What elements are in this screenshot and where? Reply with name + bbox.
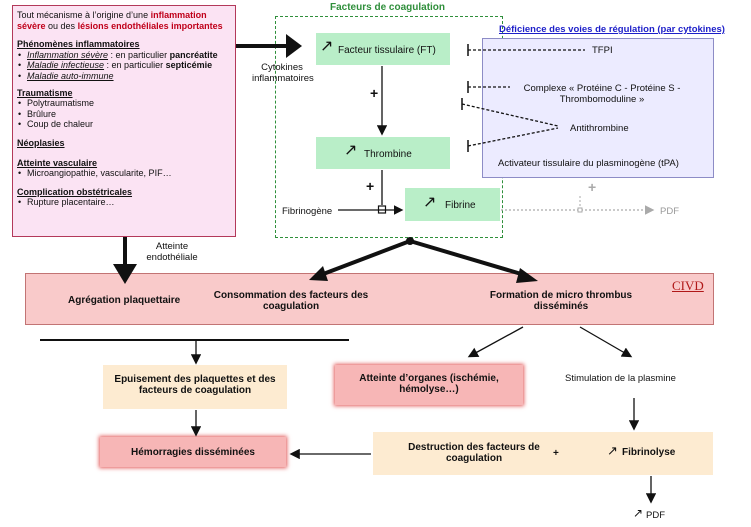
- epuisement-box: Epuisement des plaquettes et des facteur…: [103, 365, 287, 409]
- destruction-box: Destruction des facteurs de coagulation …: [373, 432, 713, 475]
- increase-arrow-icon: ↗: [633, 506, 644, 520]
- regulation-title: Déficience des voies de régulation (par …: [499, 24, 725, 35]
- destruction-label: Destruction des facteurs de coagulation: [408, 442, 540, 464]
- section-neoplasia: Néoplasies: [17, 137, 65, 148]
- fibrine-box: ↗ Fibrine: [405, 188, 500, 221]
- increase-arrow-icon: ↗: [607, 443, 618, 458]
- agregation-label: Agrégation plaquettaire: [68, 295, 181, 306]
- section-obstetric: Complication obstétricales: [17, 186, 133, 197]
- section-vascular: Atteinte vasculaire: [17, 157, 98, 168]
- inflammatory-list: Inflammation sévère : en particulier pan…: [17, 50, 231, 82]
- plus-sign: +: [366, 178, 375, 194]
- list-item: Rupture placentaire…: [18, 197, 231, 208]
- cause-intro: Tout mécanisme à l’origine d’une inflamm…: [17, 10, 223, 31]
- tfpi-label: TFPI: [592, 45, 613, 56]
- fibrinolyse-label: Fibrinolyse: [622, 447, 676, 458]
- coag-to-consommation-arrow: [317, 239, 411, 278]
- list-item: Maladie infectieuse : en particulier sep…: [18, 60, 231, 71]
- stimulation-label: Stimulation de la plasmine: [565, 373, 676, 384]
- increase-arrow-icon: ↗: [423, 194, 437, 211]
- vascular-list: Microangiopathie, vascularite, PIF…: [17, 168, 231, 179]
- antithrombine-label: Antithrombine: [570, 123, 629, 134]
- split-node: [406, 237, 414, 245]
- list-item: Brûlure: [18, 109, 231, 120]
- list-item: Inflammation sévère : en particulier pan…: [18, 50, 231, 61]
- plus-sign: +: [553, 448, 559, 459]
- protein-c-complex-label: Complexe « Protéine C - Protéine S - Thr…: [523, 83, 681, 105]
- inhibition-bars: [461, 44, 469, 152]
- plus-sign-grey: +: [588, 179, 597, 195]
- list-item: Microangiopathie, vascularite, PIF…: [18, 168, 231, 179]
- to-stimulation-arrow: [579, 326, 633, 358]
- inhibition-lines: [461, 49, 585, 147]
- section-trauma: Traumatisme: [17, 87, 73, 98]
- coag-title: Facteurs de coagulation: [330, 2, 446, 13]
- tpa-label: Activateur tissulaire du plasminogène (t…: [498, 158, 679, 169]
- endothelial-arrowhead: [113, 264, 137, 284]
- arrowhead: [309, 266, 328, 281]
- pdf-junction-node: [577, 207, 583, 213]
- endothelial-label: Atteinte endothéliale: [146, 241, 198, 263]
- increase-arrow-icon: ↗: [320, 38, 334, 55]
- cytokine-arrowhead: [286, 34, 302, 58]
- epuisement-label: Epuisement des plaquettes et des facteur…: [114, 374, 276, 396]
- civd-box: [25, 273, 714, 325]
- fibrine-label: Fibrine: [445, 200, 476, 211]
- cytokines-label: Cytokines inflammatoires: [252, 62, 314, 84]
- causes-box: Tout mécanisme à l’origine d’une inflamm…: [12, 5, 236, 237]
- arrowhead: [516, 268, 538, 283]
- hemorragies-box: Hémorragies disséminées: [100, 437, 286, 467]
- increase-arrow-icon: ↗: [344, 142, 358, 159]
- atteinte-organes-label: Atteinte d’organes (ischémie, hémolyse…): [359, 373, 499, 395]
- pdf-label-top: PDF: [660, 206, 679, 217]
- obstetric-list: Rupture placentaire…: [17, 197, 231, 208]
- thrombine-label: Thrombine: [364, 149, 412, 160]
- coag-to-formation-arrow: [409, 239, 529, 278]
- thrombine-box: ↗ Thrombine: [316, 137, 450, 169]
- ft-box: ↗ Facteur tissulaire (FT): [316, 33, 450, 65]
- pdf-label-bottom: PDF: [646, 510, 665, 521]
- plus-sign: +: [370, 85, 379, 101]
- formation-label: Formation de micro thrombus disséminés: [489, 290, 633, 312]
- hemorragies-label: Hémorragies disséminées: [131, 447, 255, 458]
- list-item: Maladie auto-immune: [18, 71, 231, 82]
- to-atteinte-organes-arrow: [467, 326, 524, 358]
- list-item: Coup de chaleur: [18, 119, 231, 130]
- regulation-deficiency-box: [482, 38, 714, 178]
- trauma-list: Polytraumatisme Brûlure Coup de chaleur: [17, 98, 231, 130]
- civd-tag: CIVD: [672, 278, 704, 293]
- section-inflammatory: Phénomènes inflammatoires: [17, 39, 140, 50]
- consommation-label: Consommation des facteurs des coagulatio…: [213, 290, 369, 312]
- ft-label: Facteur tissulaire (FT): [338, 45, 436, 56]
- atteinte-organes-box: Atteinte d’organes (ischémie, hémolyse…): [335, 365, 523, 405]
- fibrinogene-label: Fibrinogène: [282, 206, 333, 217]
- list-item: Polytraumatisme: [18, 98, 231, 109]
